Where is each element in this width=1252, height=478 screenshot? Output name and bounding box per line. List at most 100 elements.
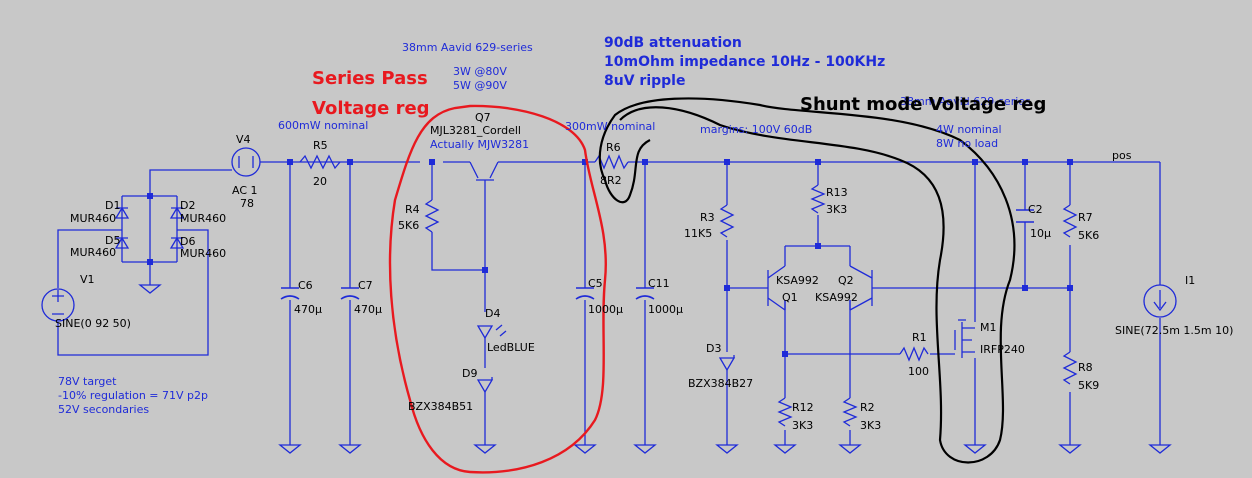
d2-ref: D2 bbox=[180, 199, 196, 212]
r6-power-note: 300mW nominal bbox=[565, 120, 656, 133]
target-note-1: 78V target bbox=[58, 375, 117, 388]
r4-symbol bbox=[424, 199, 440, 233]
q2-ref: Q2 bbox=[838, 274, 854, 287]
i1-symbol bbox=[1143, 284, 1177, 318]
source-symbols bbox=[41, 147, 1177, 322]
r3-value: 11K5 bbox=[684, 227, 713, 240]
d6-value: MUR460 bbox=[180, 247, 227, 260]
r6-ref: R6 bbox=[606, 141, 621, 154]
d5-ref: D5 bbox=[105, 234, 121, 247]
v4-value-1: AC 1 bbox=[232, 184, 258, 197]
i1-value: SINE(72.5m 1.5m 10) bbox=[1115, 324, 1234, 337]
v4-symbol bbox=[231, 147, 261, 177]
d3-ref: D3 bbox=[706, 342, 722, 355]
r8-ref: R8 bbox=[1078, 361, 1093, 374]
r1-value: 100 bbox=[908, 365, 929, 378]
r8-symbol bbox=[1062, 351, 1078, 385]
c7-symbol bbox=[340, 287, 360, 300]
d5-value: MUR460 bbox=[70, 246, 117, 259]
attenuation-note-3: 8uV ripple bbox=[604, 73, 686, 89]
shunt-mode-title: Shunt mode Voltage reg bbox=[800, 94, 1047, 115]
target-note-2: -10% regulation = 71V p2p bbox=[58, 389, 208, 402]
v1-value: SINE(0 92 50) bbox=[55, 317, 131, 330]
c7-value: 470µ bbox=[354, 303, 382, 316]
c6-symbol bbox=[280, 287, 300, 300]
c2-ref: C2 bbox=[1028, 203, 1043, 216]
margins-note: margins: 100V 60dB bbox=[700, 123, 813, 136]
m1-symbol bbox=[954, 319, 975, 358]
d9-symbol bbox=[476, 377, 494, 394]
d4-symbol bbox=[476, 324, 507, 340]
series-pass-title-2: Voltage reg bbox=[312, 98, 430, 119]
r13-symbol bbox=[810, 184, 826, 214]
d2-value: MUR460 bbox=[180, 212, 227, 225]
d4-ref: D4 bbox=[485, 307, 501, 320]
q7-ref: Q7 bbox=[475, 111, 491, 124]
v1-symbol bbox=[41, 288, 75, 322]
attenuation-note-1: 90dB attenuation bbox=[604, 35, 742, 51]
d3-symbol bbox=[718, 355, 736, 372]
heatsink1-note: 38mm Aavid 629-series bbox=[402, 41, 533, 54]
capacitor-symbols bbox=[280, 209, 1034, 300]
r13-ref: R13 bbox=[826, 186, 848, 199]
c5-symbol bbox=[575, 287, 595, 300]
r5-symbol bbox=[299, 154, 341, 170]
c5-ref: C5 bbox=[588, 277, 603, 290]
c11-ref: C11 bbox=[648, 277, 670, 290]
heatsink2-note: 38mm Aavid 629-series bbox=[900, 95, 1031, 108]
ground-symbols bbox=[138, 284, 1172, 454]
r7-ref: R7 bbox=[1078, 211, 1093, 224]
m1-ref: M1 bbox=[980, 321, 997, 334]
c7-ref: C7 bbox=[358, 279, 373, 292]
q7-power-note-2: 5W @90V bbox=[453, 79, 507, 92]
r5-value: 20 bbox=[313, 175, 327, 188]
d5-symbol bbox=[114, 236, 130, 249]
q7-value: MJL3281_Cordell bbox=[430, 124, 521, 137]
r2-ref: R2 bbox=[860, 401, 875, 414]
d4-value: LedBLUE bbox=[487, 341, 535, 354]
q1-value: KSA992 bbox=[776, 274, 819, 287]
r5-ref: R5 bbox=[313, 139, 328, 152]
q2-value: KSA992 bbox=[815, 291, 858, 304]
q1-ref: Q1 bbox=[782, 291, 798, 304]
c11-value: 1000µ bbox=[648, 303, 683, 316]
r12-value: 3K3 bbox=[792, 419, 814, 432]
c5-value: 1000µ bbox=[588, 303, 623, 316]
r13-value: 3K3 bbox=[826, 203, 848, 216]
resistor-symbols bbox=[299, 154, 1078, 427]
r12-symbol bbox=[777, 397, 793, 427]
v4-value-2: 78 bbox=[240, 197, 254, 210]
r1-symbol bbox=[899, 346, 929, 362]
m1-value: IRFP240 bbox=[980, 343, 1025, 356]
c2-symbol bbox=[1016, 209, 1034, 223]
r4-ref: R4 bbox=[405, 203, 420, 216]
r12-ref: R12 bbox=[792, 401, 814, 414]
c11-symbol bbox=[635, 287, 655, 300]
r5-power-note: 600mW nominal bbox=[278, 119, 369, 132]
r2-value: 3K3 bbox=[860, 419, 882, 432]
d9-ref: D9 bbox=[462, 367, 478, 380]
r7-symbol bbox=[1062, 204, 1078, 238]
net-label-pos: pos bbox=[1112, 149, 1132, 162]
q1-symbol bbox=[760, 246, 786, 311]
transistor-symbols bbox=[469, 161, 975, 358]
c6-ref: C6 bbox=[298, 279, 313, 292]
attenuation-note-2: 10mOhm impedance 10Hz - 100KHz bbox=[604, 54, 886, 70]
diode-symbols bbox=[114, 206, 736, 394]
r4-value: 5K6 bbox=[398, 219, 420, 232]
d1-ref: D1 bbox=[105, 199, 121, 212]
q7-symbol bbox=[469, 161, 499, 185]
series-pass-title-1: Series Pass bbox=[312, 68, 428, 89]
r3-ref: R3 bbox=[700, 211, 715, 224]
black-shunt-outline bbox=[598, 97, 1016, 464]
c2-value: 10µ bbox=[1030, 227, 1051, 240]
r8-value: 5K9 bbox=[1078, 379, 1100, 392]
r3-symbol bbox=[719, 204, 735, 238]
r7-value: 5K6 bbox=[1078, 229, 1100, 242]
v1-ref: V1 bbox=[80, 273, 95, 286]
d2-symbol bbox=[169, 206, 185, 219]
q2-symbol bbox=[849, 246, 880, 311]
r2-symbol bbox=[842, 397, 858, 427]
d9-value: BZX384B51 bbox=[408, 400, 474, 413]
